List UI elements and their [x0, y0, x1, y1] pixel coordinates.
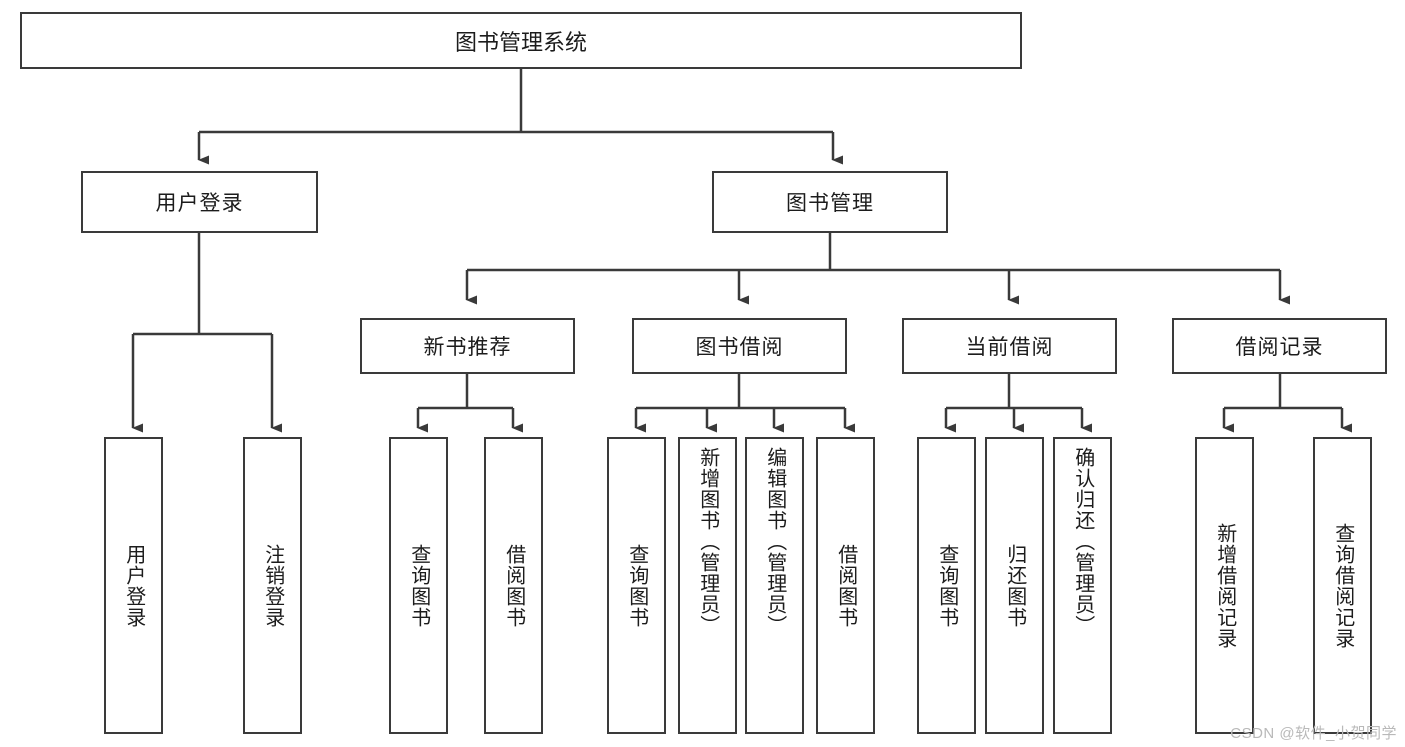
leaf-new-book-borrow-label: 借阅图书 [502, 543, 525, 628]
leaf-record-query[interactable]: 查询借阅记录 [1313, 437, 1372, 734]
node-new-book-recommend[interactable]: 新书推荐 [360, 318, 575, 374]
leaf-new-book-borrow[interactable]: 借阅图书 [484, 437, 543, 734]
node-current-borrow-label: 当前借阅 [965, 336, 1054, 359]
leaf-new-book-query[interactable]: 查询图书 [389, 437, 448, 734]
node-new-book-recommend-label: 新书推荐 [423, 336, 512, 359]
leaf-user-login[interactable]: 用户登录 [104, 437, 163, 734]
leaf-current-return-book[interactable]: 归还图书 [985, 437, 1044, 734]
leaf-borrow-edit-book-label: 编辑图书（管理员） [763, 447, 786, 636]
leaf-borrow-add-book[interactable]: 新增图书（管理员） [678, 437, 737, 734]
leaf-borrow-add-book-label: 新增图书（管理员） [696, 447, 719, 636]
leaf-borrow-edit-book[interactable]: 编辑图书（管理员） [745, 437, 804, 734]
leaf-user-login-label: 用户登录 [122, 543, 145, 628]
watermark: CSDN @软件_小贺同学 [1230, 725, 1397, 742]
node-user-login-label: 用户登录 [155, 192, 244, 215]
node-current-borrow[interactable]: 当前借阅 [902, 318, 1117, 374]
leaf-borrow-query-book-label: 查询图书 [625, 543, 648, 628]
leaf-borrow-borrow-book[interactable]: 借阅图书 [816, 437, 875, 734]
node-book-borrow-label: 图书借阅 [695, 336, 784, 359]
node-root-label: 图书管理系统 [454, 29, 587, 55]
node-book-management-label: 图书管理 [786, 192, 874, 215]
node-book-borrow[interactable]: 图书借阅 [632, 318, 847, 374]
leaf-record-add[interactable]: 新增借阅记录 [1195, 437, 1254, 734]
leaf-record-query-label: 查询借阅记录 [1331, 522, 1354, 649]
node-root[interactable]: 图书管理系统 [20, 12, 1022, 69]
leaf-record-add-label: 新增借阅记录 [1213, 522, 1236, 649]
leaf-current-query-book[interactable]: 查询图书 [917, 437, 976, 734]
node-borrow-records[interactable]: 借阅记录 [1172, 318, 1387, 374]
node-user-login[interactable]: 用户登录 [81, 171, 318, 233]
leaf-current-return-book-label: 归还图书 [1003, 543, 1026, 628]
leaf-current-confirm-return-label: 确认归还（管理员） [1071, 447, 1094, 636]
leaf-borrow-borrow-book-label: 借阅图书 [834, 543, 857, 628]
leaf-current-confirm-return[interactable]: 确认归还（管理员） [1053, 437, 1112, 734]
leaf-new-book-query-label: 查询图书 [407, 543, 430, 628]
node-book-management[interactable]: 图书管理 [712, 171, 948, 233]
leaf-borrow-query-book[interactable]: 查询图书 [607, 437, 666, 734]
leaf-current-query-book-label: 查询图书 [935, 543, 958, 628]
leaf-user-logout[interactable]: 注销登录 [243, 437, 302, 734]
node-borrow-records-label: 借阅记录 [1235, 336, 1324, 359]
leaf-user-logout-label: 注销登录 [261, 543, 284, 628]
